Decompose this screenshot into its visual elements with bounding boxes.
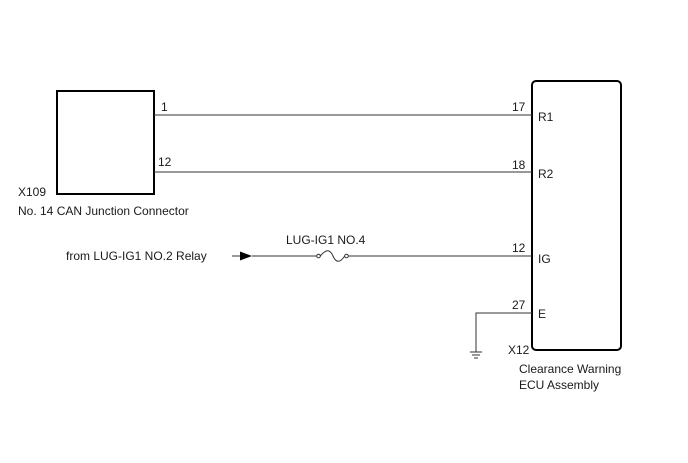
ecu-pin-12: 12 [512,241,526,255]
x109-connector-box [56,90,155,195]
ground-icon [470,351,482,359]
arrow-icon [240,251,252,261]
fuse-terminal-left [316,253,321,259]
power-source-label: from LUG-IG1 NO.2 Relay [66,249,207,263]
fuse-label: LUG-IG1 NO.4 [286,233,366,247]
ecu-id-label: X12 [508,343,530,357]
fuse-terminal-right [344,253,349,259]
ecu-name-line2: ECU Assembly [519,378,599,392]
ecu-terminal-r2: R2 [538,167,554,181]
ecu-pin-17: 17 [512,100,526,114]
ecu-terminal-ig: IG [538,252,551,266]
ecu-terminal-e: E [538,307,546,321]
ecu-name-line1: Clearance Warning [519,362,621,376]
ecu-pin-27: 27 [512,298,526,312]
x109-pin-12: 12 [158,155,172,169]
x109-id-label: X109 [18,185,46,199]
x109-name-label: No. 14 CAN Junction Connector [18,204,189,218]
ecu-pin-18: 18 [512,158,526,172]
ecu-terminal-r1: R1 [538,110,554,124]
wire-ground [475,312,532,352]
fuse-icon [319,250,346,262]
ecu-x12-box [531,80,622,351]
x109-pin-1: 1 [161,100,168,114]
